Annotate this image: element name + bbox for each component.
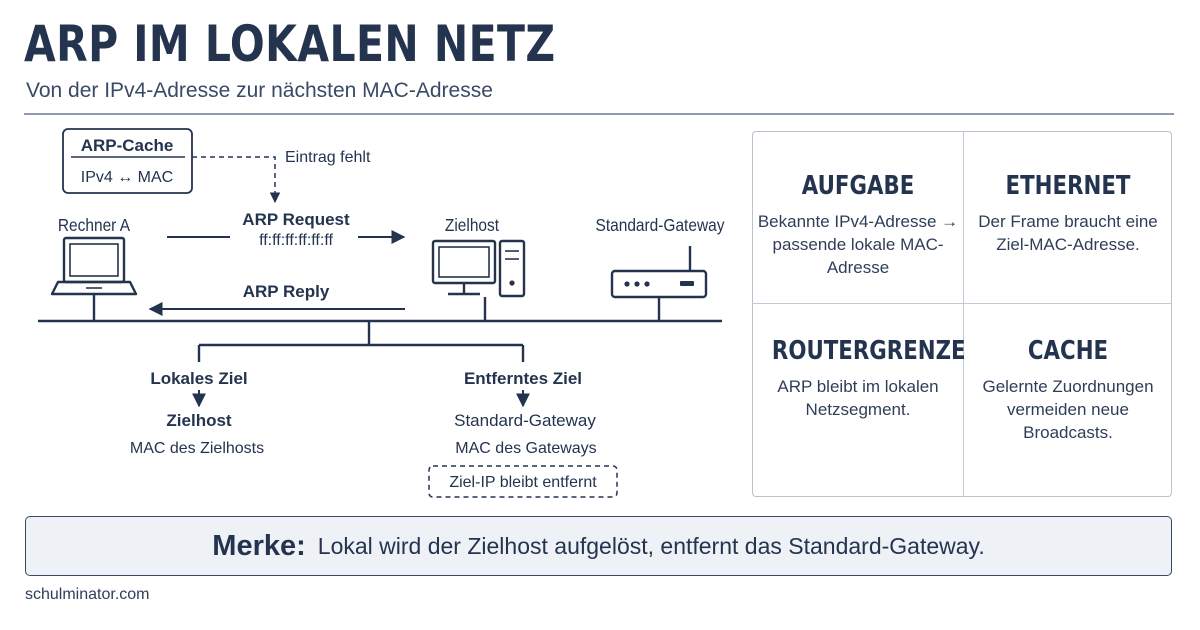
gateway-label: Standard-Gateway — [596, 215, 725, 235]
arp-cache-box: ARP-Cache IPv4 ↔ MAC — [62, 128, 193, 194]
info-card-cache: CACHE Gelernte Zuordnungen vermeiden neu… — [963, 335, 1173, 444]
summary-text: Lokal wird der Zielhost aufgelöst, entfe… — [317, 532, 985, 559]
info-card-routergrenze: ROUTERGRENZE ARP bleibt im lokalen Netzs… — [753, 335, 966, 421]
card-title: AUFGABE — [801, 171, 915, 201]
local-target-heading: Lokales Ziel — [150, 369, 247, 388]
arp-reply-label: ARP Reply — [243, 282, 330, 301]
page-subtitle: Von der IPv4-Adresse zur nächsten MAC-Ad… — [26, 79, 493, 102]
info-card-ethernet: ETHERNET Der Frame braucht eine Ziel-MAC… — [963, 170, 1173, 256]
panel-divider-horizontal — [752, 303, 1172, 304]
card-title: ETHERNET — [1005, 171, 1131, 201]
page-title: ARP IM LOKALEN NETZ — [24, 15, 556, 73]
card-text: Bekannte IPv4-Adresse → passende lokale … — [757, 212, 959, 277]
remote-note: Ziel-IP bleibt entfernt — [449, 474, 597, 491]
info-card-aufgabe: AUFGABE Bekannte IPv4-Adresse → passende… — [753, 170, 963, 279]
host-a-label: Rechner A — [58, 215, 131, 235]
arp-diagram: ARP-Cache IPv4 ↔ MAC Eintrag fehlt Rechn… — [38, 128, 725, 498]
arp-cache-mapping: IPv4 ↔ MAC — [81, 169, 173, 186]
card-title: CACHE — [1027, 336, 1109, 366]
cache-miss-note: Eintrag fehlt — [285, 149, 371, 166]
desktop-icon — [431, 239, 526, 298]
remote-result: Standard-Gateway — [454, 411, 596, 430]
panel-divider-vertical — [963, 131, 964, 497]
router-icon — [610, 246, 708, 299]
card-text: Der Frame braucht eine Ziel-MAC-Adresse. — [978, 212, 1158, 254]
card-title: ROUTERGRENZE — [771, 336, 966, 366]
local-result: Zielhost — [166, 411, 232, 430]
card-text: Gelernte Zuordnungen vermeiden neue Broa… — [982, 377, 1154, 442]
broadcast-mac: ff:ff:ff:ff:ff:ff — [259, 232, 333, 249]
footer-site: schulminator.com — [25, 586, 150, 603]
laptop-icon — [50, 236, 138, 296]
summary-box: Merke: Lokal wird der Zielhost aufgelöst… — [25, 516, 1172, 576]
header-divider — [24, 113, 1174, 115]
info-panel — [752, 131, 1172, 497]
cache-miss-connector — [192, 156, 281, 204]
network-bus — [38, 295, 722, 362]
target-host-label: Zielhost — [445, 215, 499, 235]
arp-cache-title: ARP-Cache — [81, 136, 174, 155]
summary-label: Merke: — [212, 529, 306, 562]
arp-request-label: ARP Request — [242, 210, 350, 229]
remote-note-box — [428, 465, 618, 498]
remote-detail: MAC des Gateways — [455, 440, 596, 457]
remote-target-heading: Entferntes Ziel — [464, 369, 582, 388]
card-text: ARP bleibt im lokalen Netzsegment. — [777, 377, 939, 419]
local-detail: MAC des Zielhosts — [130, 440, 264, 457]
